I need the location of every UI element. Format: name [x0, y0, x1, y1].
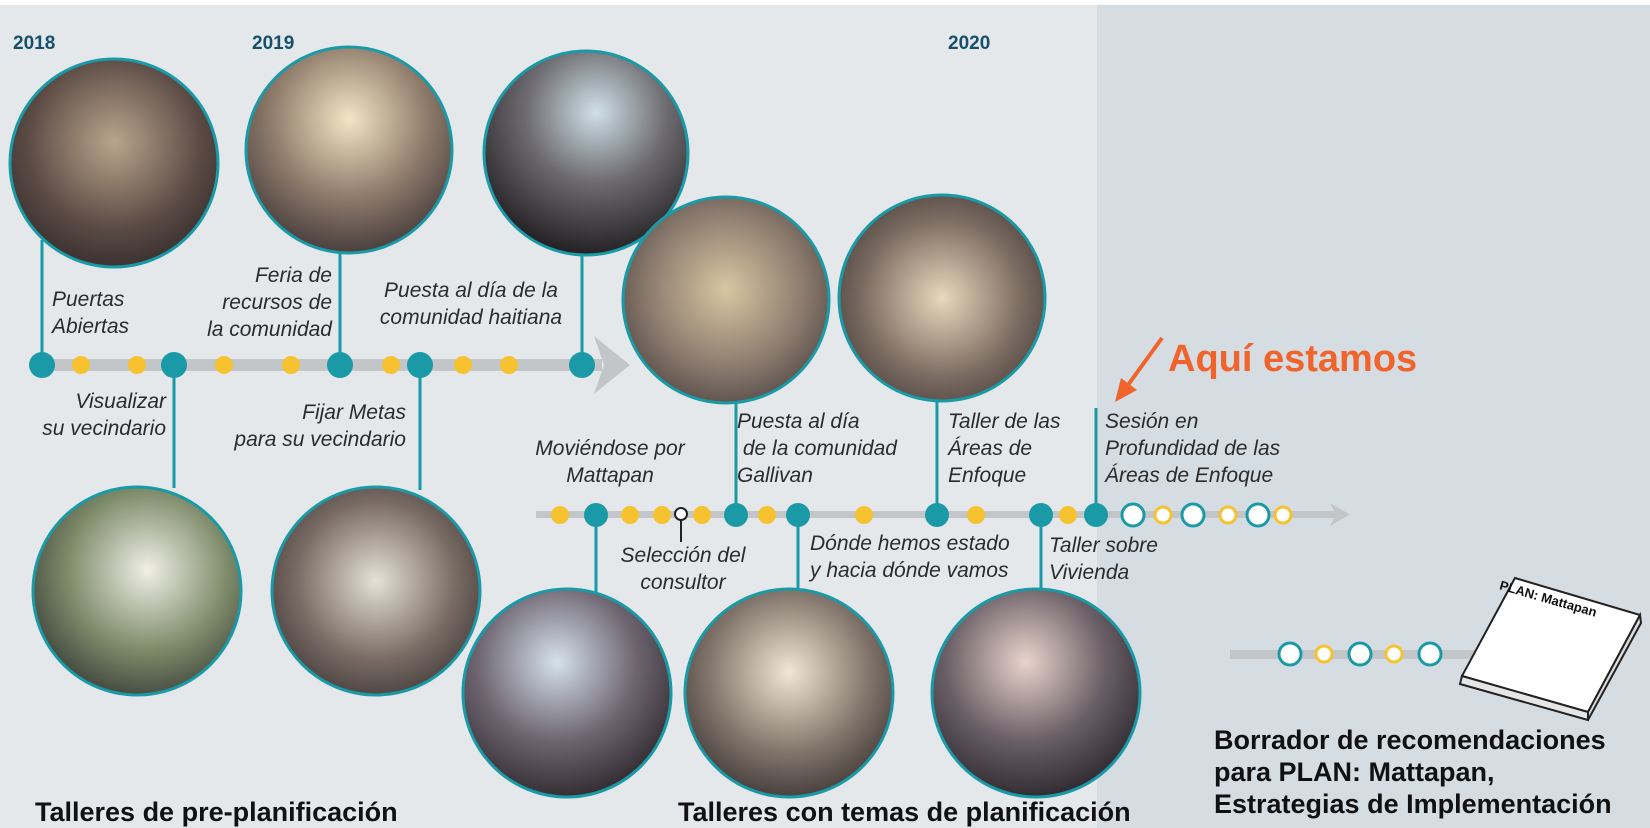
event-seleccion-consultor: Selección del consultor	[620, 544, 746, 594]
event-donde-hemos-estado: Dónde hemos estado y hacia dónde vamos	[810, 532, 1010, 582]
connector-lines	[40, 240, 1098, 595]
here-label: Aquí estamos	[1168, 338, 1418, 380]
event-visualizar: Visualizar su vecindario	[42, 390, 166, 440]
event-sesion-profundidad: Sesión en Profundidad de las Áreas de En…	[1105, 410, 1281, 487]
crowd-photo-icon	[244, 45, 454, 255]
crowd-photo-icon	[461, 587, 673, 799]
crowd-photo-icon	[930, 587, 1142, 799]
crowd-photo-icon	[621, 195, 831, 405]
crowd-photo-icon	[8, 57, 220, 269]
plan-document-icon: PLAN: Mattapan	[1458, 576, 1643, 722]
crowd-photo-icon	[270, 485, 482, 697]
event-taller-areas: Taller de las Áreas de Enfoque	[948, 410, 1061, 487]
event-fijar-metas: Fijar Metas para su vecindario	[234, 401, 406, 451]
event-gallivan: Puesta al día de la comunidad Gallivan	[737, 410, 897, 487]
year-2019: 2019	[252, 33, 295, 54]
event-taller-vivienda: Taller sobre Vivienda	[1049, 534, 1158, 584]
heading-pre-planificacion: Talleres de pre-planificación	[35, 797, 398, 827]
crowd-photo-icon	[683, 587, 895, 799]
track3-dots	[1277, 641, 1443, 667]
crowd-photo-icon	[482, 49, 690, 257]
track1-dots	[29, 352, 595, 378]
event-moviendose: Moviéndose por Mattapan	[535, 437, 685, 487]
event-puertas-abiertas: Puertas Abiertas	[52, 288, 130, 338]
heading-borrador: Borrador de recomendaciones para PLAN: M…	[1214, 725, 1612, 819]
year-2020: 2020	[948, 33, 991, 54]
track2-dots	[551, 502, 1293, 528]
year-2018: 2018	[13, 33, 56, 54]
heading-temas-planificacion: Talleres con temas de planificación	[678, 797, 1131, 827]
photo-circles	[8, 45, 1142, 799]
crowd-photo-icon	[31, 485, 243, 697]
pointer-arrow-icon	[1115, 336, 1164, 402]
event-feria: Feria de recursos de la comunidad	[207, 264, 332, 341]
event-haitiana: Puesta al día de la comunidad haitiana	[379, 279, 563, 329]
crowd-photo-icon	[837, 193, 1047, 403]
